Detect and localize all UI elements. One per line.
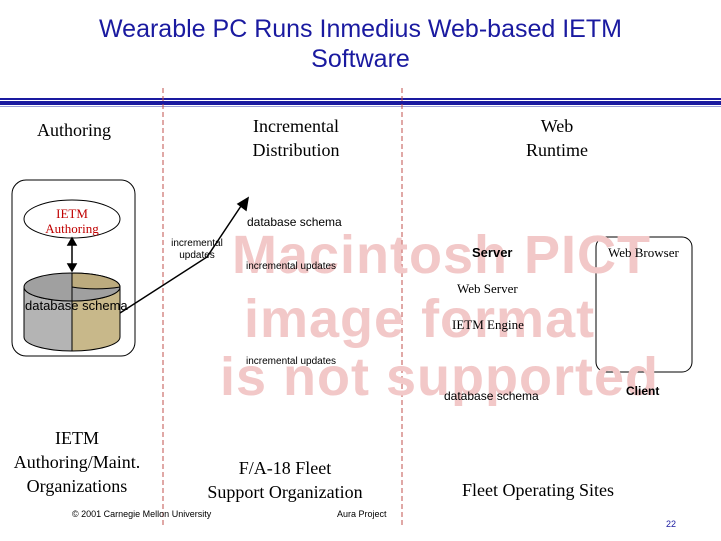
ietm-engine-label: IETM Engine	[452, 317, 524, 332]
orgs-line1: IETM	[55, 428, 99, 448]
incremental-updates-a: incremental updates	[246, 261, 337, 272]
orgs-line3: Organizations	[26, 476, 128, 496]
slide-title-line2: Software	[311, 45, 410, 73]
db-schema-top-label: database schema	[247, 215, 342, 229]
ietm-authoring-line2: Authoring	[45, 221, 99, 236]
left-db-label: database schema	[25, 298, 128, 313]
fleet-line1: F/A-18 Fleet	[238, 458, 332, 478]
heading-runtime-line2: Runtime	[526, 140, 588, 160]
header-rule	[0, 98, 721, 107]
pict-placeholder-line2: image format	[244, 289, 596, 349]
web-server-label: Web Server	[457, 281, 518, 296]
distribution-arrow	[119, 196, 250, 314]
heading-runtime: Web Runtime	[507, 114, 607, 162]
fleet-support-label: F/A-18 Fleet Support Organization	[190, 456, 380, 504]
incremental-updates-small-line1: incremental	[171, 238, 223, 249]
database-cylinder	[23, 272, 121, 352]
slide-title-line1: Wearable PC Runs Inmedius Web-based IETM	[99, 15, 622, 43]
server-label: Server	[472, 245, 513, 260]
pict-placeholder-line3: is not supported	[220, 347, 659, 407]
orgs-label: IETM Authoring/Maint. Organizations	[2, 426, 152, 498]
slide-title: Wearable PC Runs Inmedius Web-based IETM…	[0, 14, 721, 74]
heading-authoring: Authoring	[37, 120, 111, 140]
heading-distribution-line2: Distribution	[252, 140, 340, 160]
authoring-panel	[11, 179, 136, 357]
pict-placeholder-line1: Macintosh PICT	[232, 225, 652, 285]
page-number: 22	[666, 519, 677, 529]
heading-distribution: Incremental Distribution	[226, 114, 366, 162]
incremental-updates-small-line2: updates	[179, 250, 215, 261]
heading-distribution-line1: Incremental	[253, 116, 339, 136]
incremental-updates-b: incremental updates	[246, 356, 337, 367]
incremental-updates-small: incremental updates	[165, 238, 229, 262]
fleet-line2: Support Organization	[207, 482, 363, 502]
double-arrow	[66, 236, 78, 273]
client-label: Client	[626, 384, 660, 398]
footer-project: Aura Project	[337, 509, 387, 519]
right-db-label: database schema	[444, 389, 539, 403]
fleet-sites-label: Fleet Operating Sites	[462, 480, 614, 500]
footer-copyright: © 2001 Carnegie Mellon University	[72, 509, 212, 519]
ietm-authoring-label: IETM Authoring	[32, 206, 112, 236]
ietm-authoring-line1: IETM	[56, 206, 88, 221]
web-browser-label: Web Browser	[608, 245, 679, 260]
orgs-line2: Authoring/Maint.	[13, 452, 141, 472]
client-device-box	[595, 236, 693, 373]
heading-runtime-line1: Web	[540, 116, 574, 136]
